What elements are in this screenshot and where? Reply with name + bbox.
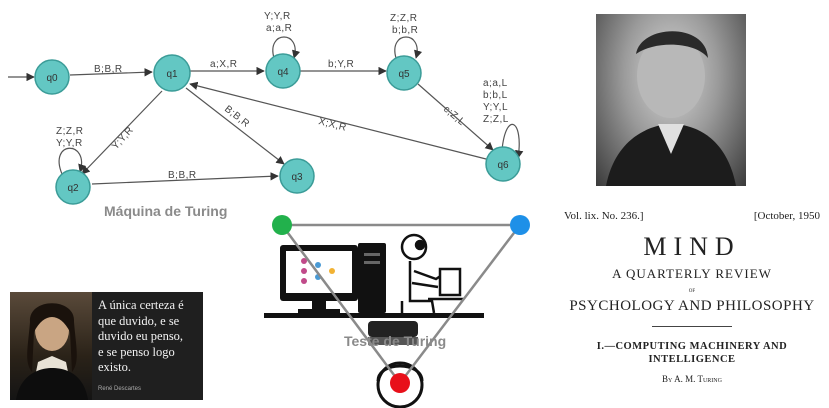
quote-line: que duvido, e se <box>98 313 180 328</box>
state-q5 <box>386 55 422 91</box>
person-at-laptop-icon <box>400 233 464 315</box>
edge-q6-q1 <box>189 81 491 161</box>
edge-q1-q2 <box>81 90 163 175</box>
edge-q0-q1 <box>69 68 153 77</box>
edge-label-q2-q3: B;B,R <box>168 170 197 181</box>
quote-line: duvido eu penso, <box>98 329 184 343</box>
turing-test-triangle <box>280 223 521 384</box>
mind-subtitle: A QUARTERLY REVIEW <box>612 266 772 281</box>
descartes-figure <box>16 303 88 400</box>
computer-icon <box>280 243 386 313</box>
state-label-q5: q5 <box>398 69 410 80</box>
turing-portrait <box>596 14 746 186</box>
state-label-q6: q6 <box>497 160 509 171</box>
loop-label-q5-1: Z;Z,R <box>390 13 418 24</box>
mind-article-title: I.—COMPUTING MACHINERY AND <box>596 341 788 352</box>
state-label-q0: q0 <box>46 73 58 84</box>
turing-test-illustration <box>264 215 530 408</box>
turing-machine-title: Máquina de Turing <box>104 203 228 219</box>
turing-machine-diagram: q0 q1 q2 q3 q4 q5 q6 B;B,R a;X,R b;Y,R c… <box>8 11 524 205</box>
loop-q4 <box>272 36 301 59</box>
state-q3 <box>279 158 315 194</box>
loop-label-q2-2: Y;Y,R <box>56 138 83 149</box>
loop-label-q4-1: Y;Y,R <box>264 11 291 22</box>
mind-article-title-2: INTELLIGENCE <box>648 354 736 365</box>
state-q1 <box>153 54 191 92</box>
mind-of: of <box>688 286 696 294</box>
edge-q2-q3 <box>91 172 279 185</box>
loop-q6 <box>501 123 524 159</box>
mind-title: MIND <box>643 232 741 261</box>
quote-line: e se penso logo <box>98 344 175 359</box>
loop-label-q6-1: a;a,L <box>483 78 508 89</box>
turing-test-title: Teste de Turing <box>344 333 447 349</box>
red-dot <box>390 373 410 393</box>
judge-icon <box>368 321 424 408</box>
loop-label-q5-2: b;b,R <box>392 25 418 36</box>
loop-q5 <box>394 36 423 59</box>
descartes-quote-card: A única certeza é que duvido, e se duvid… <box>10 292 203 400</box>
mind-rule <box>652 326 732 327</box>
loop-q2 <box>58 147 87 175</box>
mind-journal-cover: Vol. lix. No. 236.] [October, 1950 MIND … <box>558 206 826 396</box>
loop-label-q2-1: Z;Z,R <box>56 126 84 137</box>
edge-label-q1-q2: Y;Y,R <box>110 125 136 152</box>
mind-author: By A. M. Turing <box>662 374 722 384</box>
state-q6 <box>485 146 521 182</box>
state-label-q1: q1 <box>166 69 178 80</box>
state-q4 <box>265 53 301 89</box>
descartes-portrait <box>10 292 92 400</box>
edge-label-q1-q3: B;B,R <box>222 104 251 130</box>
state-label-q4: q4 <box>277 67 289 78</box>
state-q2 <box>55 169 91 205</box>
green-dot <box>272 215 292 235</box>
edge-label-q1-q4: a;X,R <box>210 59 238 70</box>
state-label-q2: q2 <box>67 183 79 194</box>
quote-line: existo. <box>98 360 131 374</box>
edge-label-q4-q5: b;Y,R <box>328 59 354 70</box>
quote-line: A única certeza é <box>98 298 184 312</box>
edge-label-q0-q1: B;B,R <box>94 64 123 75</box>
desk <box>264 313 484 318</box>
edge-label-q6-q1: X;X,R <box>317 116 347 134</box>
loop-label-q4-2: a;a,R <box>266 23 292 34</box>
descartes-author: René Descartes <box>98 386 142 392</box>
mind-date: [October, 1950 <box>753 210 820 222</box>
mind-volume: Vol. lix. No. 236.] <box>564 210 644 222</box>
edge-q5-q6 <box>417 83 494 151</box>
loop-label-q6-4: Z;Z,L <box>483 114 509 125</box>
mind-subject: PSYCHOLOGY AND PHILOSOPHY <box>569 298 815 314</box>
loop-label-q6-2: b;b,L <box>483 90 508 101</box>
portrait-figure <box>606 31 736 186</box>
edge-q1-q3 <box>185 87 285 165</box>
blue-dot <box>510 215 530 235</box>
state-q0 <box>34 59 70 95</box>
descartes-quote: A única certeza é que duvido, e se duvid… <box>98 298 202 376</box>
loop-label-q6-3: Y;Y,L <box>483 102 508 113</box>
state-label-q3: q3 <box>291 172 303 183</box>
